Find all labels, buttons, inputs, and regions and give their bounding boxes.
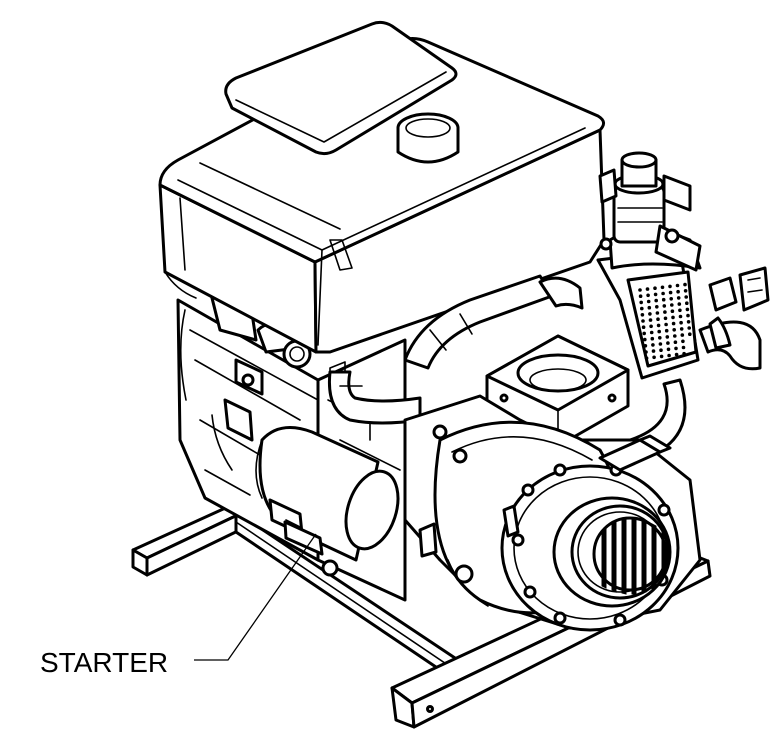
filter-perforation (640, 306, 644, 311)
filter-perforation (680, 333, 685, 337)
filter-perforation (667, 353, 671, 358)
filter-perforation (675, 283, 680, 288)
filter-perforation (684, 295, 688, 299)
strainer-grille (552, 496, 672, 608)
filter-assembly (596, 151, 702, 380)
filter-perforation (656, 323, 661, 328)
filter-perforation (662, 304, 667, 308)
filter-perforation (663, 316, 668, 321)
filter-perforation (671, 321, 676, 326)
filter-perforation (638, 288, 642, 292)
filter-perforation (682, 351, 686, 356)
suction-flange (485, 334, 630, 448)
filter-perforation (653, 286, 657, 291)
filter-perforation (641, 319, 645, 323)
filter-perforation (683, 282, 687, 287)
starter-callout: STARTER (40, 533, 317, 678)
filter-perforation (656, 317, 660, 322)
filter-perforation (655, 311, 660, 315)
filter-perforation (641, 325, 646, 330)
filter-perforation (639, 300, 643, 305)
filter-perforation (651, 349, 656, 353)
filter-perforation (649, 330, 654, 335)
filter-perforation (644, 350, 648, 354)
starter-leader-line (194, 533, 317, 661)
filter-perforation (661, 297, 666, 302)
filter-perforation (671, 315, 675, 320)
filter-perforation (663, 310, 667, 314)
filter-perforation (676, 289, 680, 294)
filter-perforation (658, 342, 663, 346)
filter-perforation (686, 313, 690, 318)
filter-perforation (650, 336, 655, 341)
filter-perforation (677, 302, 682, 306)
filter-perforation (688, 332, 692, 337)
filter-perforation (646, 299, 651, 304)
filter-perforation (653, 292, 658, 297)
filter-perforation (685, 301, 689, 306)
filter-perforation (657, 329, 661, 334)
filter-perforation (683, 289, 688, 293)
filter-perforation (674, 352, 679, 357)
filter-perforation (648, 312, 652, 316)
filter-perforation (638, 294, 643, 299)
filter-perforation (642, 331, 646, 336)
filter-perforation (668, 290, 673, 295)
filter-perforation (659, 348, 663, 353)
filter-perforation (664, 328, 669, 333)
filter-screen (626, 270, 698, 368)
filter-perforation (665, 335, 670, 339)
filter-perforation (666, 347, 671, 352)
filter-perforation (658, 336, 662, 340)
filter-perforation (659, 354, 664, 359)
starter-motor (255, 426, 400, 577)
filter-perforation (660, 285, 665, 290)
filter-perforation (678, 314, 683, 319)
engine-cover (158, 20, 606, 354)
filter-perforation (661, 291, 665, 296)
filter-perforation (654, 298, 658, 303)
filter-perforation (686, 320, 691, 324)
filter-perforation (681, 339, 685, 344)
filter-perforation (648, 318, 653, 322)
filter-perforation (644, 356, 649, 361)
filter-perforation (676, 296, 681, 300)
filter-perforation (640, 313, 645, 317)
filter-perforation (672, 328, 676, 332)
starter-label: STARTER (40, 647, 168, 678)
filter-perforation (681, 345, 686, 350)
filter-perforation (687, 326, 691, 330)
filter-perforation (652, 355, 656, 360)
filter-perforation (673, 334, 677, 338)
filter-perforation (673, 340, 678, 345)
filter-perforation (649, 324, 653, 329)
filter-perforation (647, 305, 652, 310)
filter-perforation (643, 337, 647, 342)
grille-slots (601, 518, 665, 595)
filter-perforation (655, 305, 659, 309)
filter-perforation (674, 346, 678, 351)
filter-perforation (643, 344, 648, 348)
filter-perforation (666, 341, 670, 345)
filter-perforation (670, 309, 675, 314)
filter-perforation (668, 284, 672, 289)
filter-perforation (679, 327, 684, 331)
filter-perforation (651, 343, 655, 347)
filter-perforation (670, 303, 674, 307)
filter-perforation (679, 320, 683, 325)
filter-perforation (664, 322, 668, 327)
filter-perforation (645, 287, 650, 291)
filter-perforation (646, 293, 650, 298)
filter-perforation (669, 297, 673, 301)
filter-perforation (678, 308, 682, 313)
filter-perforation (685, 307, 690, 312)
